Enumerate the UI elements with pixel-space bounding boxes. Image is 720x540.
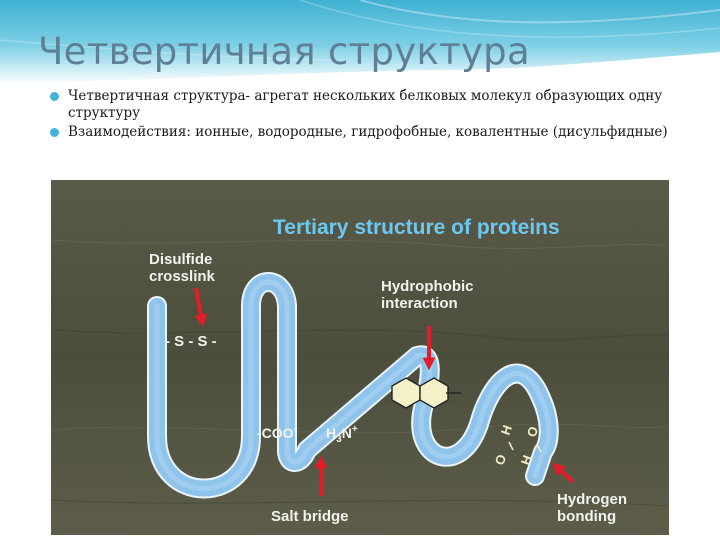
bullet-icon	[50, 92, 59, 101]
bullet-item: Взаимодействия: ионные, водородные, гидр…	[50, 124, 670, 141]
disulfide-label-line2: crosslink	[149, 268, 216, 285]
hydrophobic-label-line2: interaction	[381, 295, 458, 312]
disulfide-arrow	[194, 287, 208, 328]
hydrophobic-label-line1: Hydrophobic	[381, 278, 474, 295]
hydrogen-bond-label-line1: Hydrogen	[557, 491, 627, 508]
disulfide-label-line1: Disulfide	[149, 251, 212, 268]
svg-text:O: O	[524, 424, 542, 439]
salt-bridge-label: Salt bridge	[271, 508, 349, 525]
svg-text:O: O	[492, 452, 510, 467]
disulfide-bond-text: - S - S -	[165, 333, 217, 350]
salt-bridge-carboxylate: -COO-	[257, 424, 297, 441]
bullet-list: Четвертичная структура- агрегат нескольк…	[50, 88, 670, 143]
bullet-icon	[50, 128, 59, 137]
hydrogen-bond-arrow	[552, 462, 575, 484]
hydrogen-bond-label-line2: bonding	[557, 508, 616, 525]
protein-figure: Tertiary structure of proteins Disulfide…	[51, 180, 669, 535]
hydrophobic-hexagons	[391, 377, 461, 409]
bullet-item: Четвертичная структура- агрегат нескольк…	[50, 88, 670, 122]
figure-title: Tertiary structure of proteins	[273, 216, 560, 239]
bullet-text: Четвертичная структура- агрегат нескольк…	[68, 88, 663, 121]
bullet-text: Взаимодействия: ионные, водородные, гидр…	[68, 124, 668, 140]
salt-bridge-ammonium: H3N+	[326, 424, 358, 445]
slide-title: Четвертичная структура	[38, 30, 530, 73]
